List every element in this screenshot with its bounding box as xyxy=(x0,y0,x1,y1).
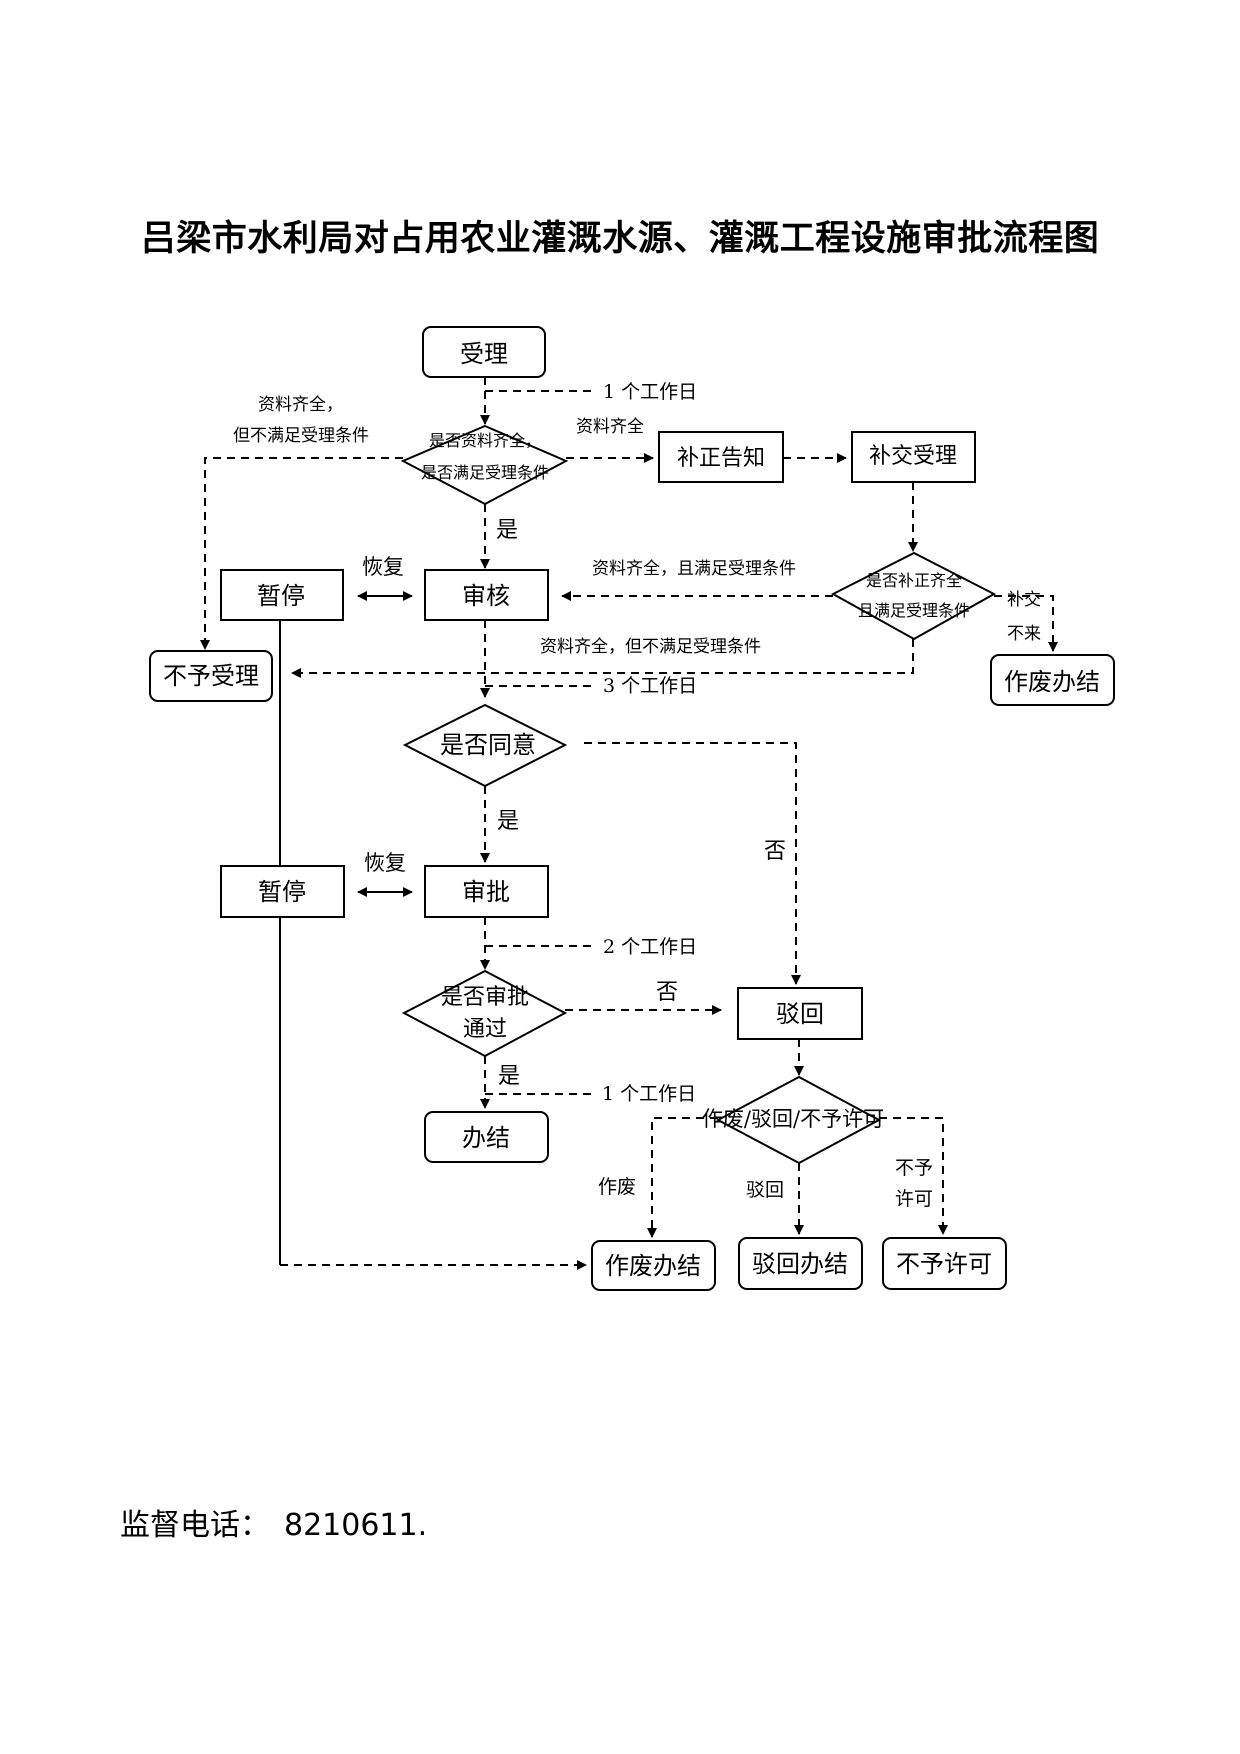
node-bujiao-label: 补交受理 xyxy=(869,444,957,469)
label-zuofei: 作废 xyxy=(598,1176,636,1198)
decision-tongyi-label: 是否同意 xyxy=(440,731,536,759)
decision-buzheng-line1: 是否补正齐全 xyxy=(866,571,962,590)
arrow-final-to-bu-xuke xyxy=(879,1117,948,1235)
label-day2: 2 个工作日 xyxy=(603,936,697,958)
decision-final-label: 作废/驳回/不予许可 xyxy=(702,1107,884,1131)
node-shenpi xyxy=(424,865,549,918)
node-zuofei2 xyxy=(591,1240,716,1291)
footer-phone: 8210611. xyxy=(284,1508,428,1543)
node-zanting1-label: 暂停 xyxy=(257,582,305,610)
node-bohui-banjie xyxy=(738,1237,863,1290)
decision-shenpi-line2: 通过 xyxy=(463,1017,507,1042)
decision-ziliao-line2: 是否满足受理条件 xyxy=(421,463,549,482)
arrow-buzheng-decision-to-buyu xyxy=(291,639,914,678)
node-banjie xyxy=(424,1111,549,1163)
node-zanting2-label: 暂停 xyxy=(258,878,306,906)
label-left-note-2: 但不满足受理条件 xyxy=(233,426,369,446)
node-zanting2 xyxy=(220,865,345,918)
node-zuofei1 xyxy=(990,654,1115,706)
label-buyu-2: 许可 xyxy=(895,1188,933,1210)
node-bohui-banjie-label: 驳回办结 xyxy=(752,1250,848,1278)
arrow-tongyi-to-bohui xyxy=(584,742,801,985)
label-buyu-1: 不予 xyxy=(895,1157,933,1179)
node-buzheng-label: 补正告知 xyxy=(677,446,765,471)
label-left-note-1: 资料齐全， xyxy=(258,395,343,415)
footer: 监督电话： 8210611. xyxy=(120,1500,427,1544)
label-ziliao-qiquan: 资料齐全 xyxy=(576,417,644,437)
page-title: 吕梁市水利局对占用农业灌溉水源、灌溉工程设施审批流程图 xyxy=(140,218,1100,259)
arrow-buzheng-decision-to-zuofei1 xyxy=(994,595,1058,652)
label-bujiao-2: 不来 xyxy=(1007,624,1041,644)
node-shenhe xyxy=(424,569,549,621)
footer-label: 监督电话： xyxy=(120,1508,270,1543)
decision-ziliao-line1: 是否资料齐全， xyxy=(429,431,541,450)
label-fou2: 否 xyxy=(656,980,678,1005)
node-bu-xuke-label: 不予许可 xyxy=(896,1250,992,1278)
label-fou1: 否 xyxy=(764,839,786,864)
node-zuofei1-label: 作废办结 xyxy=(1004,668,1100,696)
node-shouli-label: 受理 xyxy=(460,340,508,368)
node-zuofei2-label: 作废办结 xyxy=(605,1252,701,1280)
label-huifu2: 恢复 xyxy=(364,851,406,875)
decision-shenpi xyxy=(401,969,568,1058)
label-qiquan-manzu: 资料齐全，且满足受理条件 xyxy=(592,559,796,579)
label-shi1: 是 xyxy=(496,518,518,543)
arrow-final-to-zuofei2 xyxy=(647,1117,718,1238)
arrow-ziliao-to-buyu xyxy=(200,457,403,650)
node-buyu xyxy=(149,650,273,702)
label-day3: 3 个工作日 xyxy=(603,675,697,697)
node-buyu-label: 不予受理 xyxy=(163,662,259,690)
node-bu-xuke xyxy=(882,1237,1007,1290)
label-bujiao-1: 补交 xyxy=(1007,590,1041,610)
label-bohui: 驳回 xyxy=(746,1179,784,1201)
decision-buzheng-line2: 且满足受理条件 xyxy=(858,601,970,620)
node-bohui-label: 驳回 xyxy=(776,1000,824,1028)
decision-shenpi-line1: 是否审批 xyxy=(441,985,529,1010)
label-shi3: 是 xyxy=(498,1064,520,1089)
label-qiquan-bumanzu: 资料齐全，但不满足受理条件 xyxy=(540,637,761,657)
label-day1: 1 个工作日 xyxy=(603,381,697,403)
node-shenpi-label: 审批 xyxy=(462,878,510,906)
node-banjie-label: 办结 xyxy=(462,1124,510,1152)
node-zanting1 xyxy=(220,569,344,621)
node-shenhe-label: 审核 xyxy=(462,582,510,610)
label-huifu1: 恢复 xyxy=(362,555,404,579)
label-shi2: 是 xyxy=(497,809,519,834)
decision-buzheng xyxy=(830,551,997,641)
label-day1b: 1 个工作日 xyxy=(602,1083,696,1105)
